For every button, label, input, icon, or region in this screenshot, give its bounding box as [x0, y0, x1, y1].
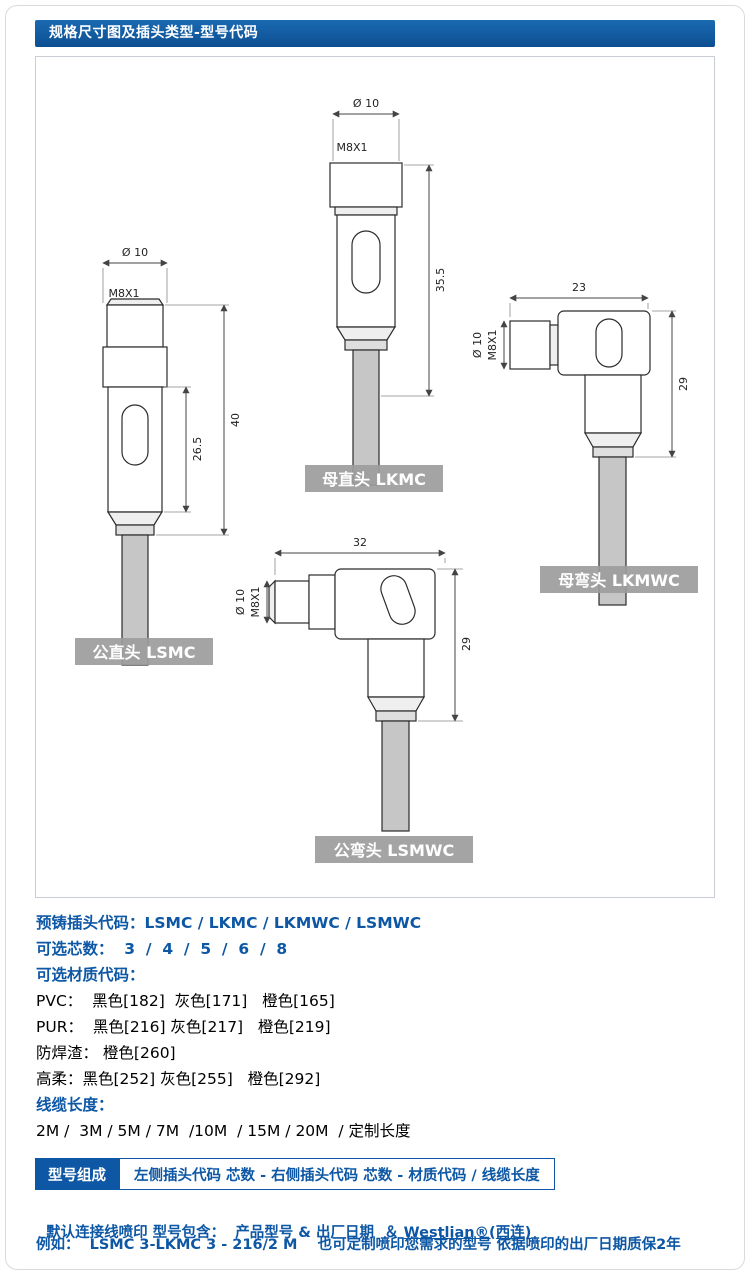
print-info-line: 默认连接线喷印 型号包含： 产品型号 & 出厂日期 ＆ Westlian®(西连… [36, 1205, 726, 1242]
example-line: 例如： LSMC 3-LKMC 3 - 216/2 M 也可定制喷印您需求的型号… [36, 1237, 681, 1253]
lkmwc-label: 母弯头 LKMWC [558, 571, 679, 590]
lsmwc-label: 公弯头 LSMWC [334, 841, 455, 860]
spec-line-plug-codes: 预铸插头代码：LSMC / LKMC / LKMWC / LSMWC [36, 914, 422, 932]
lsmc-dim-thread: M8X1 [108, 287, 139, 300]
lkmc-dim-diameter: Ø 10 [353, 97, 379, 110]
lsmc-label: 公直头 LSMC [93, 643, 196, 662]
lsmc-label-badge [75, 638, 213, 665]
lkmwc-dim-width: 23 [572, 281, 586, 294]
lsmwc-label-badge [315, 836, 473, 863]
spec-line-cable-length-title: 线缆长度： [36, 1096, 114, 1114]
lkmwc-drawing: 23 M8X1 Ø 10 29 母弯头 LKMWC [471, 281, 698, 606]
spec-line-highflex: 高柔：黑色[252] 灰色[255] 橙色[292] [36, 1070, 321, 1088]
lsmwc-dim-height: 29 [460, 637, 473, 651]
spec-line-cable-lengths: 2M / 3M / 5M / 7M /10M / 15M / 20M / 定制长… [36, 1122, 411, 1140]
lkmc-dim-length: 35.5 [434, 268, 447, 293]
lkmwc-dim-height: 29 [677, 377, 690, 391]
spec-text-block: 预铸插头代码：LSMC / LKMC / LKMWC / LSMWC 可选芯数：… [36, 910, 716, 1144]
model-composition-desc: 左侧插头代码 芯数 - 右侧插头代码 芯数 - 材质代码 / 线缆长度 [119, 1158, 555, 1190]
lkmc-drawing: Ø 10 M8X1 35.5 母直头 LKMC [305, 97, 447, 492]
lkmc-label: 母直头 LKMC [322, 470, 426, 489]
spec-line-pin-counts: 可选芯数： 3 / 4 / 5 / 6 / 8 [36, 940, 288, 958]
lsmc-dim-diameter: Ø 10 [122, 246, 148, 259]
lsmwc-dim-thread: M8X1 [249, 586, 262, 617]
lsmwc-drawing: 32 M8X1 Ø 10 29 公弯头 LSMWC [234, 536, 473, 863]
lsmwc-dim-width: 32 [353, 536, 367, 549]
lkmwc-label-badge [540, 566, 698, 593]
spec-line-material-title: 可选材质代码： [36, 966, 145, 984]
spec-line-pur: PUR： 黑色[216] 灰色[217] 橙色[219] [36, 1018, 331, 1036]
print-info-text: 默认连接线喷印 型号包含： 产品型号 & 出厂日期 ＆ [46, 1225, 404, 1241]
brand-name: Westlian®(西连) [403, 1225, 532, 1241]
lsmwc-dim-diameter: Ø 10 [234, 589, 247, 615]
section-title: 规格尺寸图及插头类型-型号代码 [49, 25, 259, 41]
lkmwc-dim-diameter: Ø 10 [471, 332, 484, 358]
dimension-diagram-panel: Ø 10 M8X1 35.5 母直头 LKMC Ø 10 M8X1 [35, 56, 715, 898]
lkmwc-dim-thread: M8X1 [486, 329, 499, 360]
lsmc-dim-total-length: 40 [229, 413, 242, 427]
connector-drawings: Ø 10 M8X1 35.5 母直头 LKMC Ø 10 M8X1 [75, 97, 698, 863]
spec-line-weldslag: 防焊渣： 橙色[260] [36, 1044, 176, 1062]
lsmc-dim-body-length: 26.5 [191, 437, 204, 462]
model-composition-tab: 型号组成 [35, 1158, 119, 1190]
lsmc-drawing: Ø 10 M8X1 26.5 40 公直头 LSMC [75, 246, 242, 666]
model-composition-row: 型号组成 左侧插头代码 芯数 - 右侧插头代码 芯数 - 材质代码 / 线缆长度 [35, 1158, 555, 1190]
lkmc-dim-thread: M8X1 [336, 141, 367, 154]
spec-line-pvc: PVC： 黑色[182] 灰色[171] 橙色[165] [36, 992, 335, 1010]
section-header: 规格尺寸图及插头类型-型号代码 [35, 20, 715, 47]
lkmc-label-badge [305, 465, 443, 492]
